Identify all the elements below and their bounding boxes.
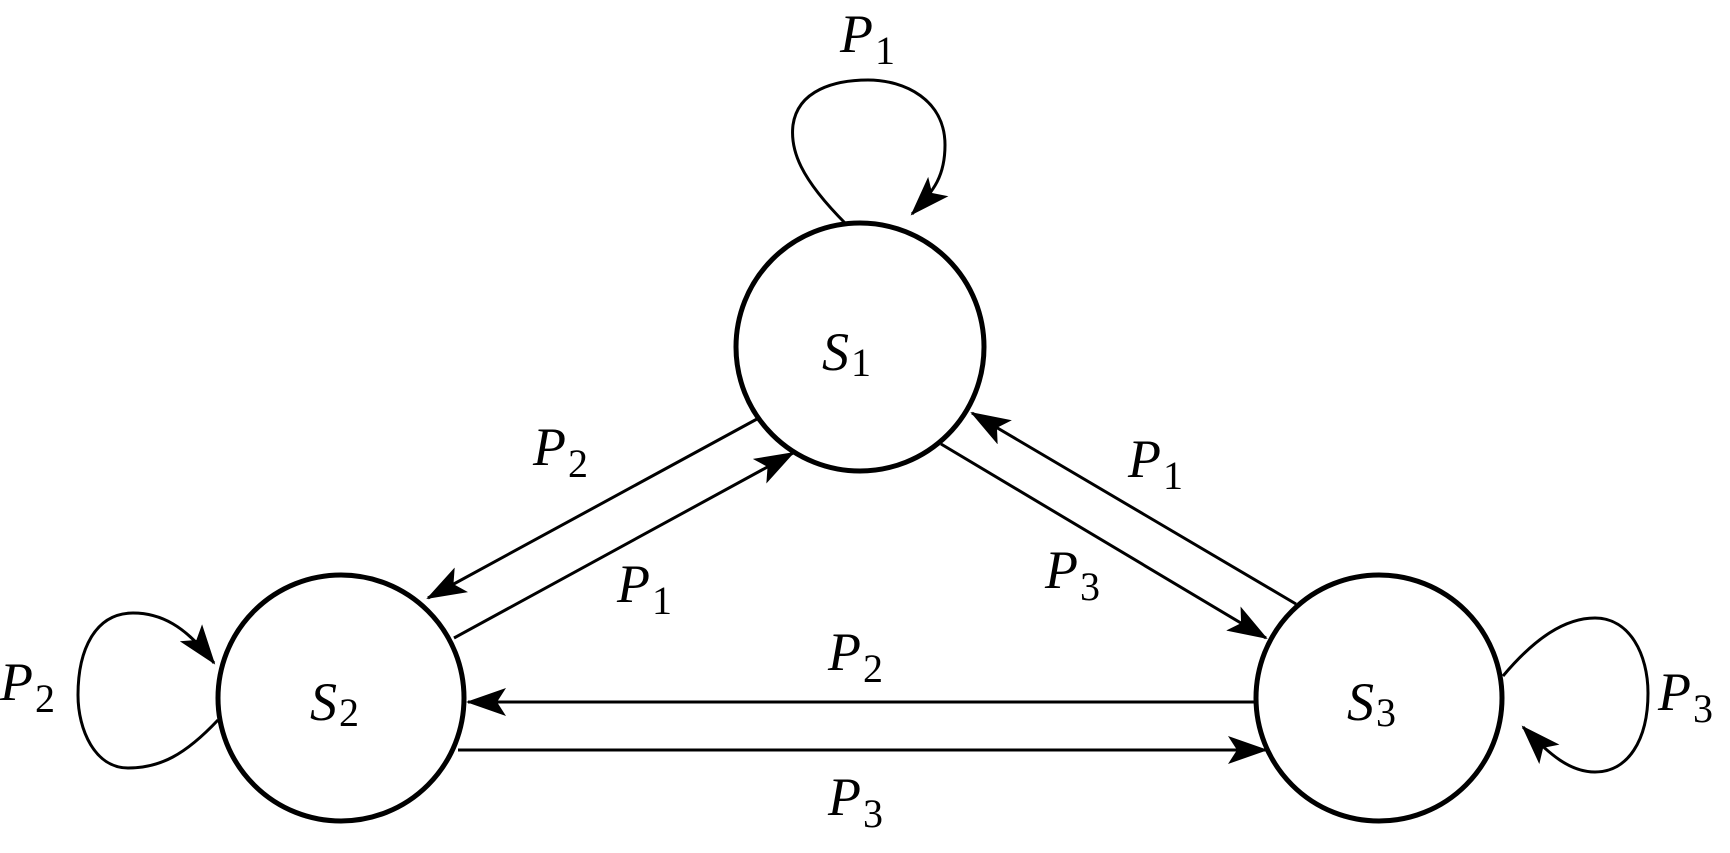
- state-s1: [733, 220, 987, 474]
- edge-s2-to-s1: [453, 451, 795, 640]
- transition-label-s2-s2-sub: 2: [35, 676, 55, 721]
- loop-s3: [1501, 616, 1650, 774]
- transition-label-s2-s2-main: P: [0, 652, 33, 712]
- state-s1-sub: 1: [851, 340, 871, 385]
- transition-label-s3-s1: P1: [1127, 429, 1183, 498]
- transition-label-s2-s1-sub: 1: [652, 578, 672, 623]
- state-s2-main: S: [310, 672, 337, 732]
- transition-label-s3-s2-sub: 2: [863, 646, 883, 691]
- transition-label-s1-s1-main: P: [839, 4, 873, 64]
- transition-label-s2-s1-main: P: [616, 554, 650, 614]
- transition-label-s1-s1-sub: 1: [875, 28, 895, 73]
- state-s3-main: S: [1347, 672, 1374, 732]
- transition-label-s3-s3: P3: [1657, 662, 1713, 731]
- transition-label-s3-s1-main: P: [1127, 429, 1161, 489]
- transition-label-s2-s3: P3: [827, 767, 883, 836]
- transition-label-s1-s2-sub: 2: [568, 441, 588, 486]
- state-s1-label: S1: [822, 322, 871, 385]
- transition-label-s2-s3-sub: 3: [863, 791, 883, 836]
- loop-s2: [76, 611, 220, 770]
- transition-label-s1-s3-sub: 3: [1080, 564, 1100, 609]
- state-s3-label: S3: [1347, 672, 1396, 735]
- transition-label-s2-s3-main: P: [827, 767, 861, 827]
- transition-label-s1-s3-main: P: [1044, 540, 1078, 600]
- state-s2: [215, 572, 467, 824]
- transition-label-s2-s1: P1: [616, 554, 672, 623]
- transition-label-s1-s2: P2: [532, 417, 588, 486]
- state-s1-main: S: [822, 322, 849, 382]
- loop-s1: [791, 78, 949, 226]
- transition-label-s3-s3-sub: 3: [1693, 686, 1713, 731]
- state-s2-sub: 2: [339, 690, 359, 735]
- transition-label-s2-s2: P2: [0, 652, 55, 721]
- edge-s1-to-s2: [426, 417, 758, 600]
- transition-label-s3-s2: P2: [827, 622, 883, 691]
- transition-label-s3-s2-main: P: [827, 622, 861, 682]
- state-s3-sub: 3: [1376, 690, 1396, 735]
- transition-label-s1-s3: P3: [1044, 540, 1100, 609]
- edge-s3-to-s1: [970, 411, 1297, 606]
- transition-label-s1-s2-main: P: [532, 417, 566, 477]
- edge-s1-to-s3: [940, 442, 1268, 640]
- transition-label-s1-s1: P1: [839, 4, 895, 73]
- transition-label-s3-s1-sub: 1: [1163, 453, 1183, 498]
- state-s3: [1253, 572, 1505, 824]
- state-s2-label: S2: [310, 672, 359, 735]
- transition-label-s3-s3-main: P: [1657, 662, 1691, 722]
